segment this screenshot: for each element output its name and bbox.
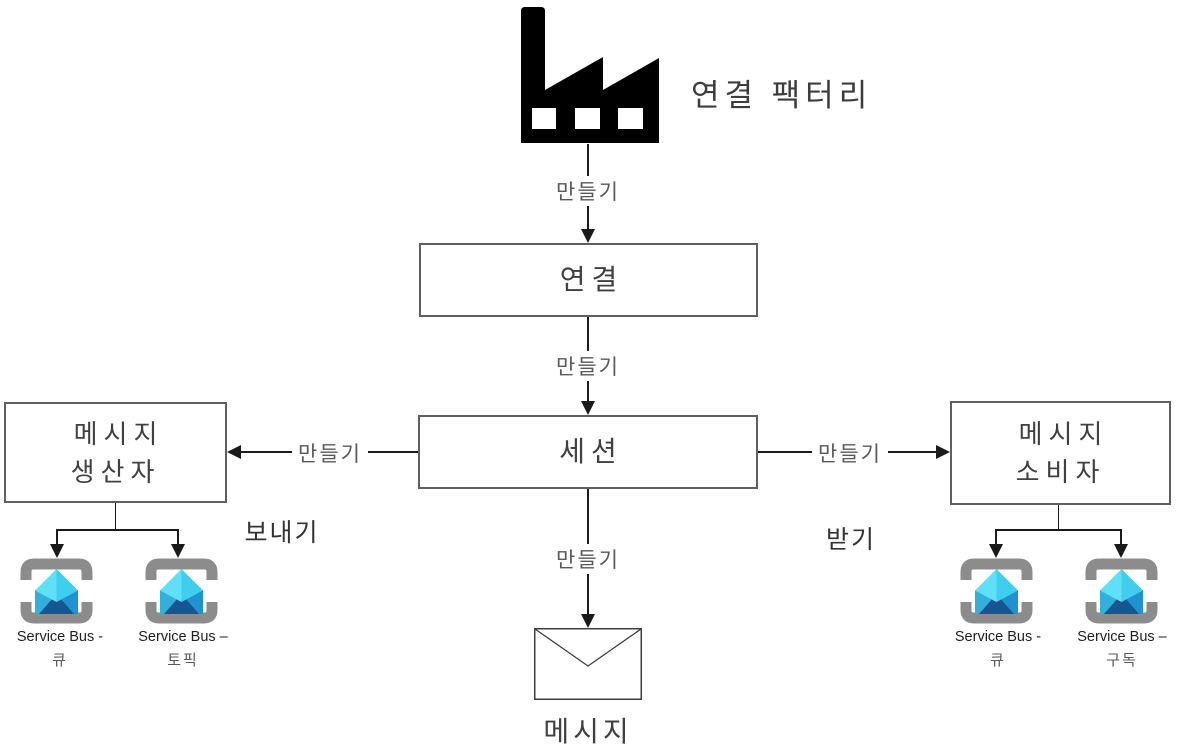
producer-branch-right — [177, 529, 179, 546]
arrow-left-icon — [227, 445, 241, 459]
producer-branch-stem — [114, 503, 116, 530]
producer-branch-bar — [56, 529, 179, 531]
node-session: 세션 — [418, 415, 758, 489]
node-message-consumer: 메시지 소비자 — [950, 401, 1171, 505]
message-label: 메시지 — [543, 716, 633, 747]
edge-label-create-right: 만들기 — [812, 438, 888, 468]
consumer-branch-stem — [1057, 505, 1059, 530]
service-bus-type: 큐 — [52, 652, 68, 669]
node-message-producer: 메시지 생산자 — [4, 402, 227, 503]
edge-label-create-2: 만들기 — [550, 351, 626, 381]
factory-icon — [521, 7, 659, 143]
node-connection: 연결 — [419, 243, 758, 317]
consumer-branch-left — [995, 529, 997, 546]
receive-label: 받기 — [825, 526, 877, 554]
arrow-down-icon — [171, 544, 185, 558]
service-bus-queue-label-right: Service Bus - 큐 — [928, 629, 1068, 670]
service-bus-name: Service Bus - — [954, 629, 1042, 645]
arrow-down-icon — [1114, 544, 1128, 558]
arrow-down-icon — [581, 401, 595, 415]
envelope-icon — [534, 628, 642, 700]
consumer-branch-bar — [995, 529, 1122, 531]
service-bus-type: 토픽 — [167, 652, 199, 669]
service-bus-queue-icon — [960, 558, 1033, 624]
consumer-branch-right — [1120, 529, 1122, 546]
edge-label-create-1: 만들기 — [550, 176, 626, 206]
service-bus-subscription-label: Service Bus – 구독 — [1052, 629, 1181, 670]
producer-branch-left — [56, 529, 58, 546]
send-label: 보내기 — [244, 519, 320, 547]
service-bus-topic-icon — [145, 558, 218, 624]
arrow-down-icon — [581, 229, 595, 243]
service-bus-queue-icon — [20, 558, 93, 624]
arrow-down-icon — [50, 544, 64, 558]
arrow-right-icon — [936, 445, 950, 459]
edge-label-create-3: 만들기 — [550, 544, 626, 574]
page-title: 연결 팩터리 — [691, 78, 873, 113]
arrow-down-icon — [581, 614, 595, 628]
arrow-down-icon — [989, 544, 1003, 558]
service-bus-queue-label-left: Service Bus - 큐 — [0, 629, 130, 670]
service-bus-subscription-icon — [1085, 558, 1158, 624]
service-bus-topic-label: Service Bus – 토픽 — [113, 629, 253, 670]
edge-label-create-left: 만들기 — [292, 438, 368, 468]
service-bus-name: Service Bus – — [138, 629, 228, 645]
service-bus-type: 큐 — [990, 652, 1006, 669]
service-bus-name: Service Bus – — [1077, 629, 1167, 645]
service-bus-name: Service Bus - — [16, 629, 104, 645]
service-bus-type: 구독 — [1106, 652, 1138, 669]
